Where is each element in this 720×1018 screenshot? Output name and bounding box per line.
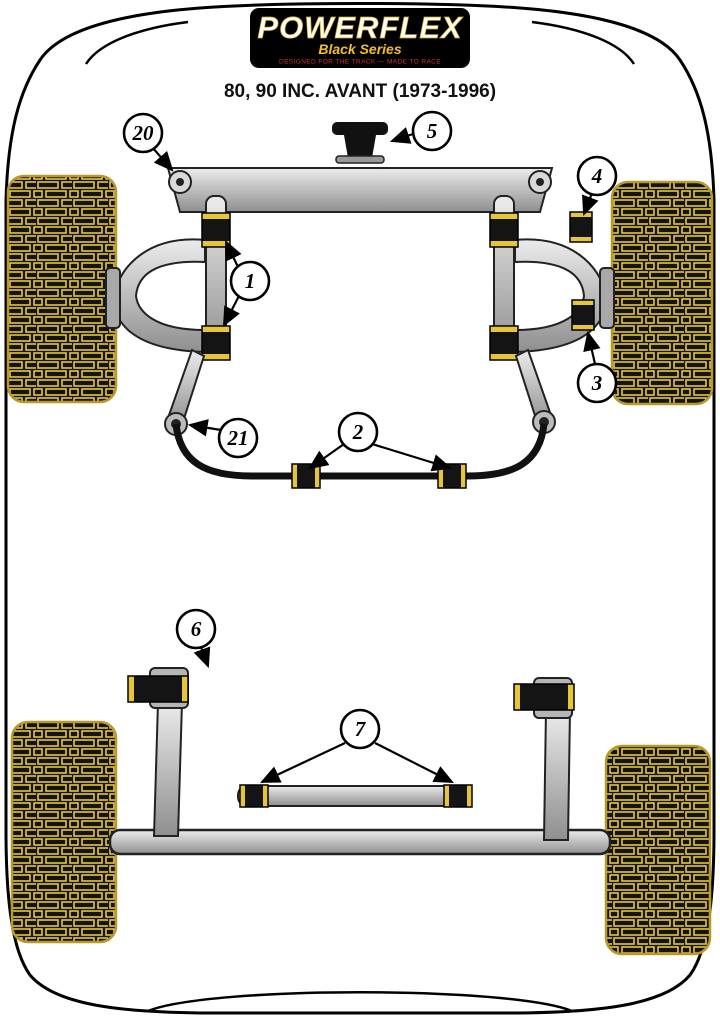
callout-6-label: 6 [191,617,202,641]
rear-mount-bushing-left [127,667,189,709]
callout-5-label: 5 [427,119,438,143]
hub-plate-right [599,267,615,329]
link-bushing-left [239,784,269,808]
bushing-front-upper-left [201,212,231,248]
subframe-mount-right [528,170,552,194]
callout-4: 4 [576,155,618,197]
callout-3: 3 [576,362,618,404]
arrow-21 [187,419,222,437]
callouts: 20 5 4 1 3 21 2 6 [122,110,618,750]
callout-arrows [151,127,601,783]
tire-rear-right [604,744,712,956]
callout-21: 21 [217,417,259,459]
callout-1-label: 1 [245,269,256,293]
callout-1: 1 [229,260,271,302]
tire-rear-left [10,720,118,944]
callout-20-label: 20 [132,121,155,145]
powerflex-logo: POWERFLEX Black Series DESIGNED FOR THE … [250,8,470,68]
tire-front-left [6,174,118,404]
arrow-3 [583,330,601,365]
anti-roll-bar [172,423,548,480]
arrow-20 [151,146,174,172]
rear-mount-bushing-right [513,677,575,719]
cowl-line-right [531,20,636,65]
rear-axle-beam [108,828,612,856]
arrow-6 [193,646,211,669]
arrow-2b [371,442,453,472]
callout-2: 2 [337,411,379,453]
trailing-arm-right [542,709,572,841]
logo-background [250,8,470,68]
arrow-7b [374,742,454,783]
page-title: 80, 90 INC. AVANT (1973-1996) [224,81,496,102]
rear-suspension [108,667,612,856]
trunk-line [147,991,573,1013]
callout-5: 5 [411,110,453,152]
rear-center-link [237,784,473,808]
callout-3-label: 3 [591,371,603,395]
hub-plate-left [105,267,121,329]
logo-brand-text: POWERFLEX [257,10,464,45]
arb-bushing-left [291,463,321,489]
subframe-mount-left [168,170,192,194]
arrow-1a [225,240,242,268]
bushing-front-upper-right [489,212,519,248]
arb-bushing-right [437,463,467,489]
arrow-7a [260,742,346,783]
cowl-line-left [84,20,189,65]
callout-6: 6 [175,608,217,650]
callout-7: 7 [339,708,381,750]
callout-2-label: 2 [352,420,364,444]
bushing-item-3 [571,299,595,331]
callout-20: 20 [122,112,164,154]
arrow-5 [389,127,414,144]
bushing-item-4 [569,211,593,243]
logo-series-text: Black Series [318,41,401,57]
front-subframe [105,122,615,489]
trailing-arm-left [152,701,184,837]
bushing-front-lower-left [201,325,231,361]
engine-mount [332,122,388,164]
callout-7-label: 7 [355,717,367,741]
bushing-front-lower-right [489,325,519,361]
arrow-1b [222,293,241,327]
callout-21-label: 21 [227,426,249,450]
logo-tagline-text: DESIGNED FOR THE TRACK — MADE TO RACE [279,59,441,66]
arrow-4 [582,192,599,217]
callout-4-label: 4 [591,164,603,188]
arrow-2a [308,443,345,470]
tire-front-right [610,180,714,406]
link-bushing-right [443,784,473,808]
